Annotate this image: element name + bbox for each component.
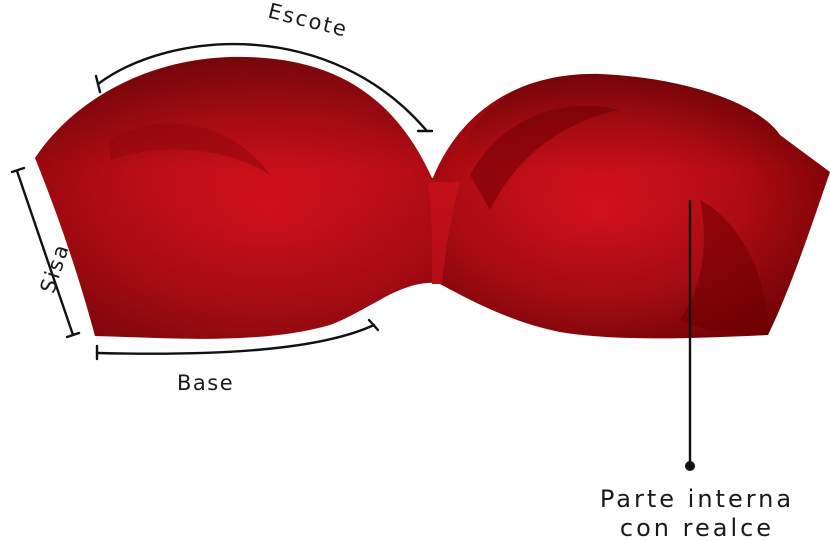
bra-shape — [35, 57, 830, 339]
escote-label: Escote — [266, 0, 351, 42]
base-cap-right — [369, 320, 378, 330]
callout-dot — [685, 461, 695, 471]
parte-interna-label-line2: con realce — [620, 514, 774, 541]
parte-interna-label-line1: Parte interna — [600, 485, 794, 513]
base-label: Base — [177, 371, 234, 395]
sisa-label: Sisa — [36, 240, 75, 296]
